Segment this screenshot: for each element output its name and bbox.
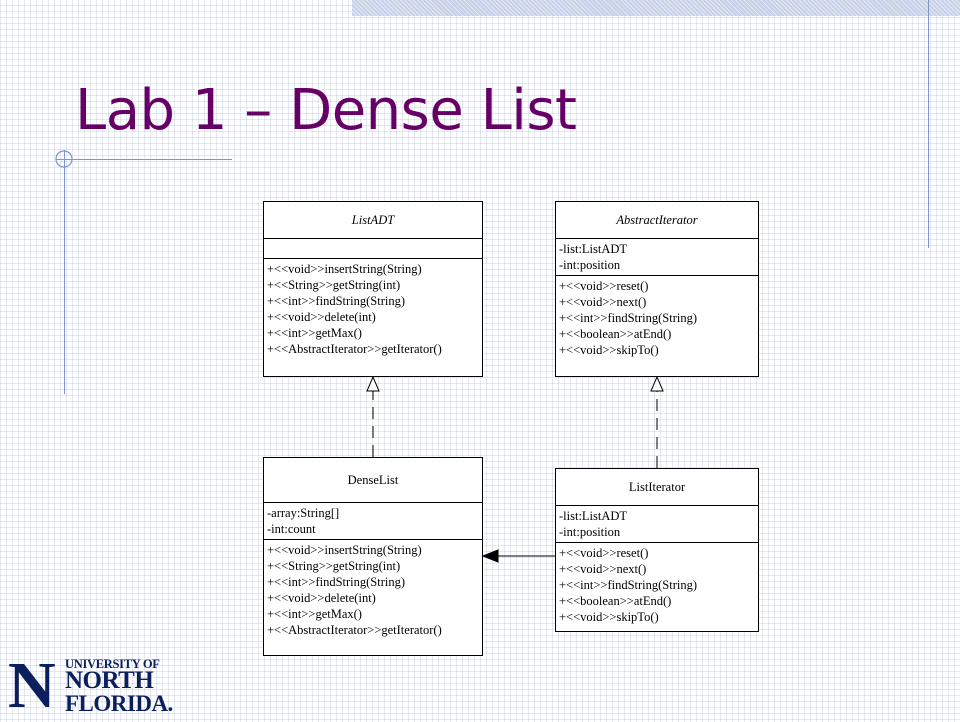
class-operations: +<<void>>insertString(String) +<<String>… xyxy=(264,540,482,640)
operation: +<<void>>delete(int) xyxy=(267,591,376,605)
operation: +<<void>>next() xyxy=(559,562,647,576)
class-operations: +<<void>>insertString(String) +<<String>… xyxy=(264,259,482,359)
class-operations: +<<void>>reset() +<<void>>next() +<<int>… xyxy=(556,543,758,627)
attribute: -list:ListADT xyxy=(559,509,628,523)
class-name: ListADT xyxy=(264,202,482,239)
operation: +<<void>>reset() xyxy=(559,546,649,560)
uml-class-listadt: ListADT +<<void>>insertString(String) +<… xyxy=(263,201,483,377)
operation: +<<void>>insertString(String) xyxy=(267,543,422,557)
slide-title: Lab 1 – Dense List xyxy=(75,78,577,143)
class-attributes: -list:ListADT -int:position xyxy=(556,239,758,276)
attribute: -int:count xyxy=(267,522,316,536)
operation: +<<int>>getMax() xyxy=(267,326,362,340)
class-name: AbstractIterator xyxy=(556,202,758,239)
operation: +<<void>>insertString(String) xyxy=(267,262,422,276)
operation: +<<void>>next() xyxy=(559,295,647,309)
operation: +<<AbstractIterator>>getIterator() xyxy=(267,623,442,637)
operation: +<<void>>skipTo() xyxy=(559,610,659,624)
association-listiterator-to-denselist xyxy=(481,549,555,563)
operation: +<<void>>reset() xyxy=(559,279,649,293)
operation: +<<int>>findString(String) xyxy=(267,294,406,308)
class-name: ListIterator xyxy=(556,469,758,506)
operation: +<<boolean>>atEnd() xyxy=(559,327,672,341)
class-attributes xyxy=(264,239,482,259)
realization-denselist-to-listadt xyxy=(366,375,380,457)
operation: +<<int>>findString(String) xyxy=(267,575,406,589)
class-attributes: -list:ListADT -int:position xyxy=(556,506,758,543)
attribute: -int:position xyxy=(559,258,621,272)
class-operations: +<<void>>reset() +<<void>>next() +<<int>… xyxy=(556,276,758,360)
uml-class-listiterator: ListIterator -list:ListADT -int:position… xyxy=(555,468,759,632)
class-name: DenseList xyxy=(264,458,482,503)
top-decorative-band xyxy=(352,0,960,16)
operation: +<<String>>getString(int) xyxy=(267,278,401,292)
operation: +<<void>>skipTo() xyxy=(559,343,659,357)
class-attributes: -array:String[] -int:count xyxy=(264,503,482,540)
left-accent-line xyxy=(64,150,65,394)
operation: +<<boolean>>atEnd() xyxy=(559,594,672,608)
operation: +<<String>>getString(int) xyxy=(267,559,401,573)
operation: +<<int>>findString(String) xyxy=(559,311,698,325)
title-underline xyxy=(56,159,232,160)
logo-line-3: FLORIDA. xyxy=(65,691,173,716)
uml-class-denselist: DenseList -array:String[] -int:count +<<… xyxy=(263,457,483,656)
logo-letter: N xyxy=(8,649,56,722)
logo-line-1: UNIVERSITY OF xyxy=(65,657,160,671)
attribute: -list:ListADT xyxy=(559,242,628,256)
attribute: -int:position xyxy=(559,525,621,539)
unf-logo: N UNIVERSITY OF NORTH FLORIDA. xyxy=(8,649,173,722)
logo-line-2: NORTH xyxy=(65,667,154,694)
operation: +<<void>>delete(int) xyxy=(267,310,376,324)
operation: +<<int>>getMax() xyxy=(267,607,362,621)
operation: +<<int>>findString(String) xyxy=(559,578,698,592)
right-accent-line xyxy=(928,0,929,248)
operation: +<<AbstractIterator>>getIterator() xyxy=(267,342,442,356)
attribute: -array:String[] xyxy=(267,506,340,520)
uml-class-abstractiterator: AbstractIterator -list:ListADT -int:posi… xyxy=(555,201,759,377)
realization-listiterator-to-abstractiterator xyxy=(650,375,664,468)
crosshair-ornament xyxy=(55,150,73,168)
